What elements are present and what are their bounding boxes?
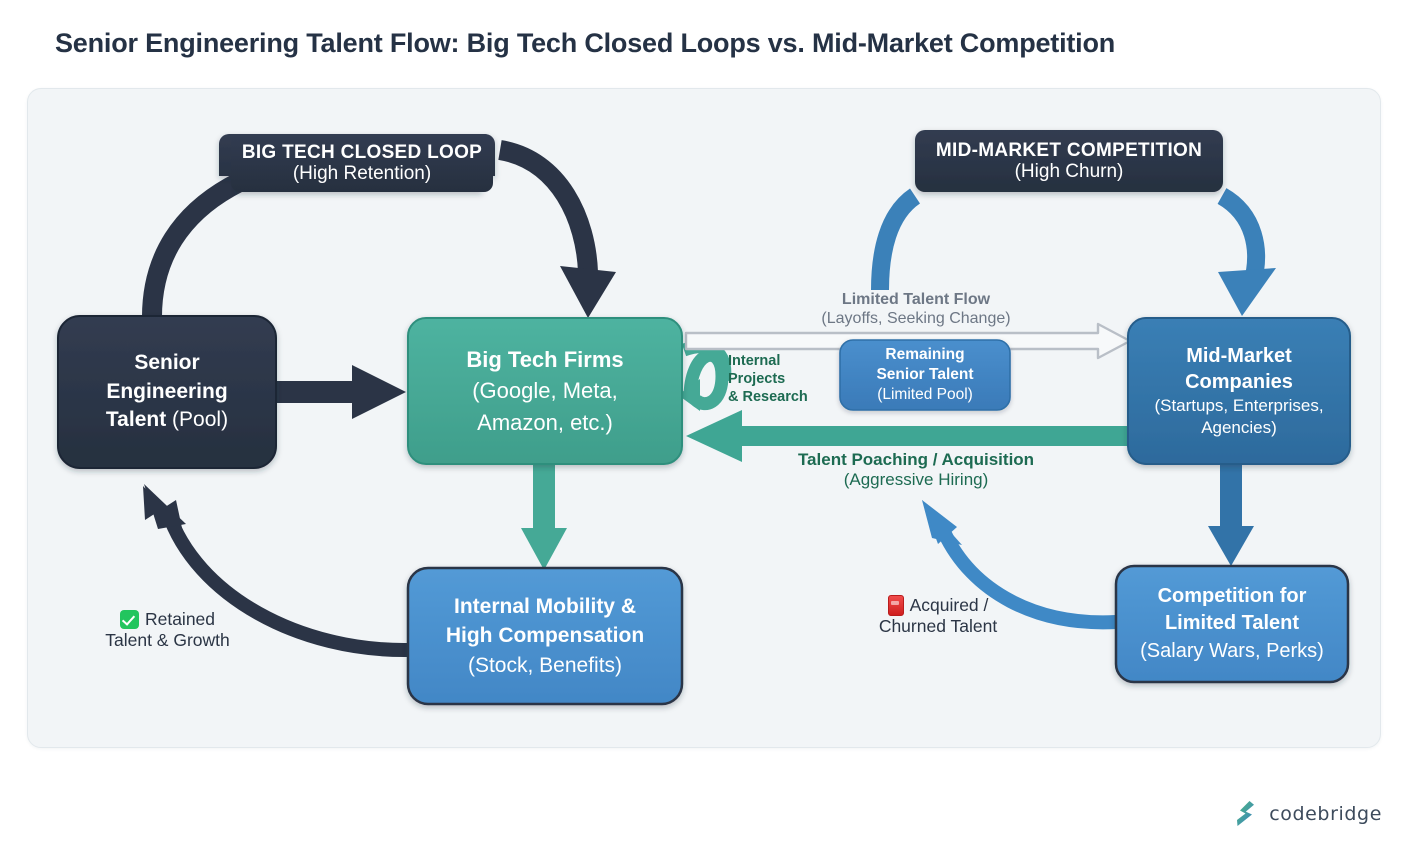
page-title: Senior Engineering Talent Flow: Big Tech… [55,28,1116,58]
node-competition-for-talent[interactable] [1114,564,1350,684]
node-mid-market-companies[interactable] [1127,317,1351,465]
edge-bigtech-self-loop [678,340,732,411]
edge-internal-to-talent [143,484,411,658]
footer-brand-logo: codebridge [1232,799,1382,829]
banner-mid-market-competition [915,130,1223,192]
edge-churn-arc-right [1217,188,1276,316]
edge-competition-to-poaching [922,500,1117,630]
codebridge-mark-icon [1237,801,1255,826]
node-internal-mobility[interactable] [406,566,684,706]
banner-big-tech-closed-loop [219,134,495,192]
codebridge-wordmark: codebridge [1269,803,1382,825]
node-remaining-senior-talent[interactable] [839,339,1011,411]
node-senior-talent[interactable] [57,315,277,469]
node-big-tech-firms[interactable] [407,317,683,465]
edge-midmarket-to-competition [1208,463,1254,566]
edge-talent-poaching [686,410,1130,462]
edge-bigtech-to-internal [521,463,567,570]
edge-talent-to-bigtech [274,365,406,419]
edge-churn-arc-left [871,188,921,291]
